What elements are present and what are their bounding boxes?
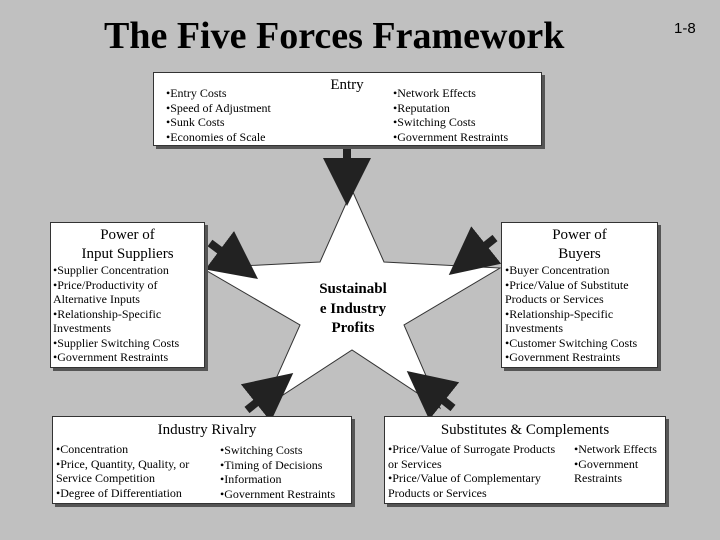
rivalry-left-list: •Concentration •Price, Quantity, Quality… [56,442,189,500]
list-item: Products or Services [505,292,604,306]
list-item: •Government Restraints [393,129,509,144]
list-item: •Government Restraints [53,350,169,364]
list-item: •Price/Productivity of [53,277,158,292]
list-item: •Relationship-Specific [53,306,162,321]
list-item: •Reputation [393,100,450,115]
buyers-heading: Power of Buyers [501,226,658,264]
list-item: •Entry Costs [166,86,227,100]
rivalry-heading: Industry Rivalry [157,422,257,438]
list-item: •Timing of Decisions [220,457,323,472]
list-item: •Supplier Switching Costs [53,335,180,350]
list-item: •Degree of Differentiation [56,485,182,500]
list-item: Investments [53,321,111,335]
page-title: The Five Forces Framework [104,15,565,57]
substitutes-right-list: •Network Effects •Government Restraints [574,442,657,486]
list-item: •Speed of Adjustment [166,100,271,115]
rivalry-box [52,416,352,504]
entry-heading: Entry [330,77,364,93]
arrow-rivalry [240,373,294,422]
star-label-line1: Sustainabl [319,281,387,297]
list-item: •Price, Quantity, Quality, or [56,456,190,471]
suppliers-list: •Supplier Concentration •Price/Productiv… [53,263,179,365]
suppliers-box [50,222,205,368]
list-item: •Price/Value of Surrogate Products [388,442,556,456]
list-item: •Sunk Costs [166,115,225,129]
entry-box [153,72,542,146]
list-item: •Supplier Concentration [53,263,169,277]
list-item: •Economies of Scale [166,129,266,144]
list-item: •Buyer Concentration [505,263,610,277]
list-item: •Information [220,472,282,486]
entry-right-list: •Network Effects •Reputation •Switching … [393,86,508,144]
list-item: •Network Effects [393,86,476,100]
list-item: Service Competition [56,471,155,485]
list-item: •Government Restraints [505,350,621,364]
list-item: Restraints [574,471,622,485]
list-item: •Government Restraints [220,486,336,501]
buyers-heading-line2: Buyers [558,246,601,262]
star-label-line2: e Industry [319,300,387,317]
arrow-suppliers [205,231,258,279]
arrow-buyers [448,226,502,275]
list-item: •Concentration [56,442,129,456]
substitutes-box [384,416,666,504]
entry-left-list: •Entry Costs •Speed of Adjustment •Sunk … [166,86,271,144]
rivalry-right-list: •Switching Costs •Timing of Decisions •I… [220,443,335,501]
slide-number: 1-8 [674,20,696,37]
list-item: or Services [388,456,442,471]
list-item: •Price/Value of Complementary [388,471,541,485]
suppliers-heading-line2: Input Suppliers [81,246,174,262]
suppliers-heading: Power of Input Suppliers [50,226,205,264]
list-item: Investments [505,321,563,335]
buyers-box [501,222,658,368]
list-item: •Network Effects [574,442,657,456]
list-item: Products or Services [388,485,487,500]
star-label-line3: Profits [331,320,375,336]
list-item: Alternative Inputs [53,292,140,306]
substitutes-heading: Substitutes & Complements [440,422,610,438]
list-item: •Customer Switching Costs [505,335,638,350]
suppliers-heading-line1: Power of [100,227,155,243]
star-label: Sustainabl e Industry Profits [308,280,398,339]
arrow-substitutes [406,371,460,420]
buyers-list: •Buyer Concentration •Price/Value of Sub… [505,263,637,365]
substitutes-left-list: •Price/Value of Surrogate Products or Se… [388,442,555,500]
list-item: •Government [574,456,639,471]
buyers-heading-line1: Power of [552,227,607,243]
list-item: •Switching Costs [393,115,476,129]
list-item: •Price/Value of Substitute [505,277,629,292]
list-item: •Switching Costs [220,443,303,457]
list-item: •Relationship-Specific [505,306,614,321]
